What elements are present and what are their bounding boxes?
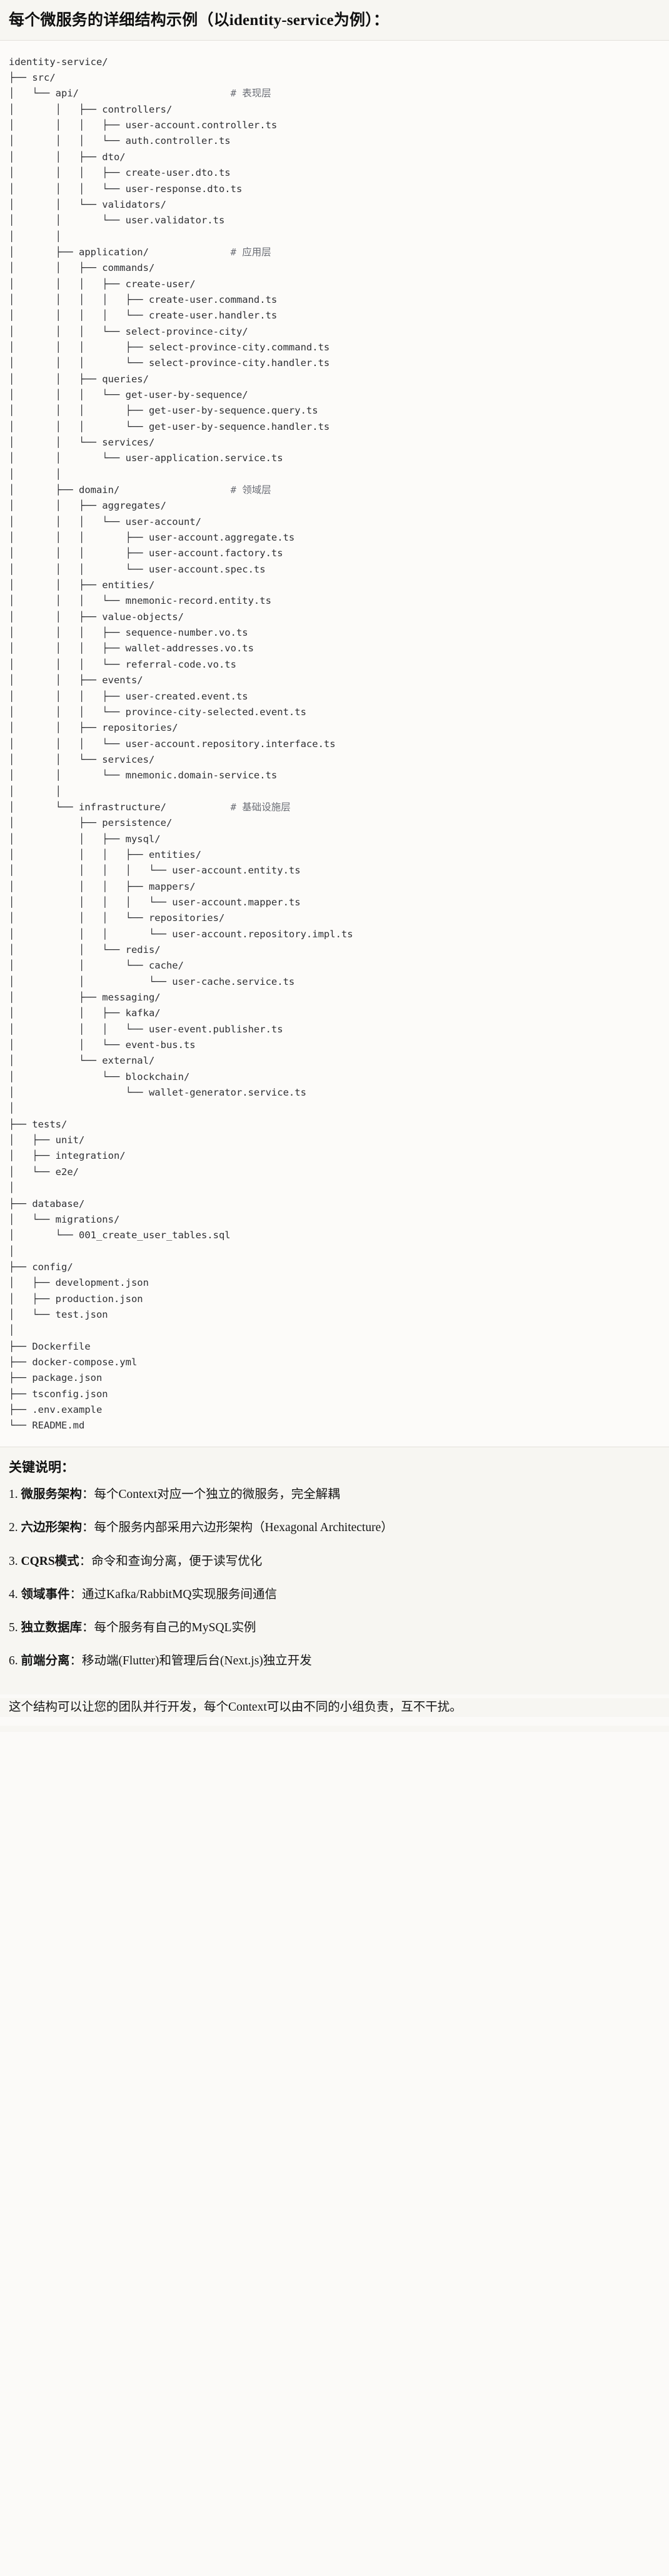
- note-description: 通过Kafka/RabbitMQ实现服务间通信: [82, 1587, 278, 1601]
- note-description: 每个服务有自己的MySQL实例: [94, 1621, 256, 1635]
- note-number: 5.: [9, 1621, 18, 1635]
- directory-tree-block: identity-service/ ├── src/ │ └── api/ # …: [0, 40, 669, 1447]
- list-item: 1. 微服务架构：每个Context对应一个独立的微服务，完全解耦: [9, 1485, 659, 1504]
- note-number: 4.: [9, 1587, 18, 1601]
- note-description: 每个Context对应一个独立的微服务，完全解耦: [94, 1488, 340, 1502]
- note-term: 六边形架构: [21, 1521, 83, 1535]
- document-page: 每个微服务的详细结构示例（以identity-service为例）： ident…: [0, 0, 669, 1732]
- note-number: 6.: [9, 1654, 18, 1668]
- note-number: 1.: [9, 1488, 18, 1502]
- note-description: 每个服务内部采用六边形架构（Hexagonal Architecture）: [94, 1521, 393, 1535]
- tree-layer-comment: # 基础设施层: [230, 801, 291, 813]
- tree-layer-comment: # 领域层: [230, 484, 271, 496]
- closing-paragraph: 这个结构可以让您的团队并行开发，每个Context可以由不同的小组负责，互不干扰…: [0, 1698, 669, 1717]
- key-notes-list: 1. 微服务架构：每个Context对应一个独立的微服务，完全解耦 2. 六边形…: [9, 1485, 659, 1671]
- note-term: CQRS模式: [21, 1554, 79, 1568]
- note-term: 微服务架构: [21, 1488, 83, 1502]
- list-item: 3. CQRS模式：命令和查询分离，便于读写优化: [9, 1552, 659, 1571]
- list-item: 4. 领域事件：通过Kafka/RabbitMQ实现服务间通信: [9, 1586, 659, 1604]
- note-separator: ：: [82, 1488, 94, 1502]
- bottom-spacer: [0, 1725, 669, 1732]
- note-term: 前端分离: [21, 1654, 70, 1668]
- note-number: 2.: [9, 1521, 18, 1535]
- list-item: 6. 前端分离：移动端(Flutter)和管理后台(Next.js)独立开发: [9, 1652, 659, 1670]
- list-item: 5. 独立数据库：每个服务有自己的MySQL实例: [9, 1619, 659, 1637]
- tree-layer-comment: # 应用层: [230, 246, 271, 258]
- page-title: 每个微服务的详细结构示例（以identity-service为例）：: [0, 0, 669, 40]
- note-term: 独立数据库: [21, 1621, 83, 1635]
- tree-layer-comment: # 表现层: [230, 88, 271, 99]
- note-separator: ：: [69, 1587, 83, 1601]
- note-description: 移动端(Flutter)和管理后台(Next.js)独立开发: [82, 1654, 312, 1668]
- key-notes-section: 关键说明： 1. 微服务架构：每个Context对应一个独立的微服务，完全解耦 …: [0, 1447, 669, 1694]
- list-item: 2. 六边形架构：每个服务内部采用六边形架构（Hexagonal Archite…: [9, 1519, 659, 1537]
- note-separator: ：: [82, 1521, 94, 1535]
- note-separator: ：: [82, 1621, 94, 1635]
- note-separator: ：: [69, 1654, 83, 1668]
- key-notes-title: 关键说明：: [9, 1459, 74, 1475]
- divider-top: [0, 39, 669, 41]
- note-description: 命令和查询分离，便于读写优化: [91, 1554, 263, 1568]
- note-number: 3.: [9, 1554, 18, 1568]
- note-term: 领域事件: [21, 1587, 70, 1601]
- directory-tree: identity-service/ ├── src/ │ └── api/ # …: [9, 56, 353, 1432]
- note-separator: ：: [79, 1554, 92, 1568]
